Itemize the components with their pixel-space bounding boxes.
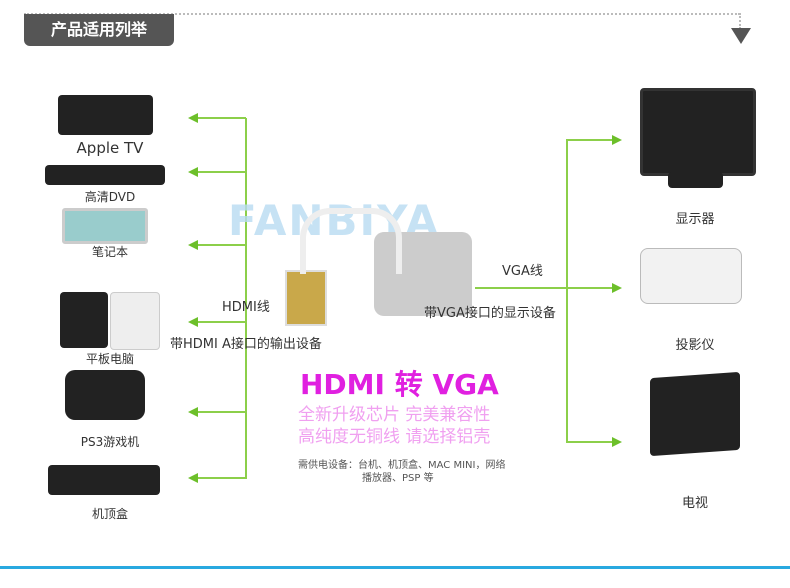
tv-image — [650, 371, 740, 457]
arrow-left-icon — [188, 473, 198, 483]
device-label: 机顶盒 — [91, 507, 128, 521]
connector-line — [198, 321, 246, 323]
arrow-left-icon — [188, 113, 198, 123]
connector-line — [566, 140, 568, 443]
dotted-divider — [24, 13, 740, 15]
device-label: 平板电脑 — [85, 352, 134, 366]
connector-line — [475, 287, 567, 289]
arrow-right-icon — [612, 437, 622, 447]
hdmi-cable-label: HDMI线 — [222, 300, 270, 315]
connector-line — [198, 117, 246, 119]
laptop-image — [62, 208, 148, 244]
footer-divider — [0, 566, 790, 569]
vga-device-desc: 带VGA接口的显示设备 — [424, 306, 556, 321]
dotted-divider — [739, 13, 741, 29]
hdmi-plug-image — [285, 270, 327, 326]
power-note: 播放器、PSP 等 — [362, 473, 434, 484]
connector-line — [566, 139, 612, 141]
tablet-back-image — [110, 292, 160, 350]
arrow-right-icon — [612, 135, 622, 145]
monitor-image — [640, 88, 756, 176]
set-top-box-image — [48, 465, 160, 495]
device-label: 投影仪 — [675, 338, 715, 353]
apple-tv-image — [58, 95, 153, 135]
connector-line — [198, 171, 246, 173]
hdmi-device-desc: 带HDMI A接口的输出设备 — [170, 337, 322, 352]
power-note: 需供电设备：台机、机顶盒、MAC MINI，网络 — [298, 460, 506, 471]
arrow-left-icon — [188, 317, 198, 327]
device-label: PS3游戏机 — [80, 435, 140, 449]
connector-line — [245, 118, 247, 479]
device-label: 高清DVD — [84, 190, 136, 204]
device-label: 笔记本 — [91, 245, 128, 259]
vga-cable-label: VGA线 — [502, 264, 543, 279]
monitor-stand-image — [668, 172, 723, 188]
arrow-right-icon — [612, 283, 622, 293]
arrow-down-icon — [731, 28, 751, 44]
connector-line — [198, 244, 246, 246]
promo-line: 全新升级芯片 完美兼容性 — [298, 405, 491, 425]
arrow-left-icon — [188, 240, 198, 250]
ps3-image — [65, 370, 145, 420]
device-label: 显示器 — [675, 212, 715, 227]
tablet-image — [60, 292, 108, 348]
connector-line — [566, 287, 612, 289]
connector-line — [566, 441, 612, 443]
cable-image — [300, 208, 402, 274]
connector-line — [198, 477, 246, 479]
arrow-left-icon — [188, 167, 198, 177]
connector-line — [198, 411, 246, 413]
projector-image — [640, 248, 742, 304]
device-label: 电视 — [681, 496, 708, 511]
section-title: 产品适用列举 — [24, 14, 174, 46]
arrow-left-icon — [188, 407, 198, 417]
dvd-player-image — [45, 165, 165, 185]
device-label: Apple TV — [76, 139, 144, 157]
promo-line: 高纯度无铜线 请选择铝壳 — [298, 427, 491, 447]
promo-title: HDMI 转 VGA — [300, 368, 499, 401]
